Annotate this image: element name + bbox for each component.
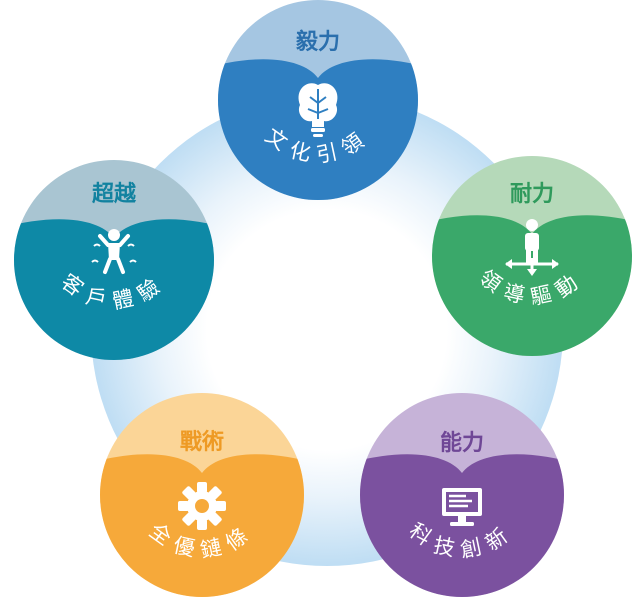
node-customer: 超越 客戶體驗 <box>14 160 214 360</box>
node-title: 能力 <box>440 430 484 456</box>
node-title: 毅力 <box>295 29 340 55</box>
node-technology: 能力 科技創新 <box>360 393 564 597</box>
node-culture: 毅力 文化引領 <box>218 0 418 200</box>
brain-bulb-icon <box>298 83 338 137</box>
node-title: 耐力 <box>510 182 554 207</box>
gear-icon <box>178 482 226 530</box>
node-title: 戰術 <box>180 429 224 455</box>
node-supply-chain: 戰術 全優鏈條 <box>100 393 304 597</box>
person-arrows-icon <box>505 219 559 276</box>
node-leadership: 耐力 領導驅動 <box>432 156 632 356</box>
node-title: 超越 <box>92 182 137 207</box>
monitor-icon <box>442 488 482 526</box>
node-body <box>432 215 632 356</box>
ring-center <box>207 210 447 450</box>
jumping-person-icon <box>91 229 137 274</box>
